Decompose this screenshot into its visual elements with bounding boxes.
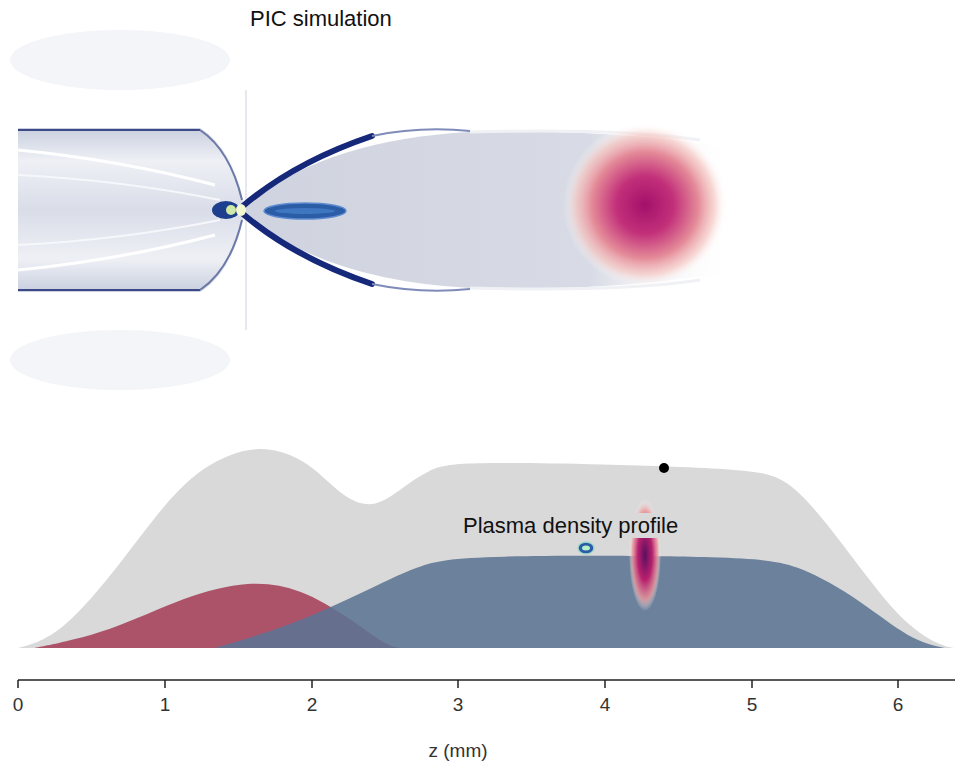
electron-bunch bbox=[582, 546, 590, 551]
axis-tick bbox=[751, 680, 753, 688]
axis-tick bbox=[311, 680, 313, 688]
channel-edge bbox=[18, 289, 200, 291]
tick-label: 0 bbox=[13, 694, 24, 716]
laser-pulse bbox=[563, 123, 727, 287]
tick-label: 5 bbox=[747, 694, 758, 716]
injection-spot bbox=[212, 201, 240, 219]
axis-title: z (mm) bbox=[428, 740, 487, 762]
injection-spot bbox=[236, 204, 246, 216]
tick-label: 2 bbox=[307, 694, 318, 716]
marker-dot bbox=[659, 463, 669, 473]
injection-spot bbox=[226, 205, 236, 215]
axis-tick bbox=[17, 680, 19, 688]
tick-label: 3 bbox=[453, 694, 464, 716]
channel-edge bbox=[200, 130, 242, 200]
background-wave bbox=[10, 330, 230, 390]
axis-tick bbox=[164, 680, 166, 688]
wake-stripe bbox=[18, 150, 215, 185]
pic-simulation bbox=[10, 30, 740, 390]
electron-sheath bbox=[372, 284, 470, 291]
profile-species-b bbox=[215, 556, 945, 648]
wake-stripe bbox=[18, 220, 220, 245]
electron-bunch bbox=[264, 203, 346, 219]
electron-bunch bbox=[275, 208, 335, 214]
electron-sheath bbox=[243, 136, 372, 206]
plasma-channel bbox=[18, 128, 245, 292]
tick-label: 6 bbox=[893, 694, 904, 716]
axis-tick bbox=[457, 680, 459, 688]
wake-stripe bbox=[18, 175, 220, 200]
panel-title: PIC simulation bbox=[250, 6, 392, 31]
axis-line bbox=[18, 679, 955, 681]
tick-label: 1 bbox=[160, 694, 171, 716]
electron-bunch bbox=[578, 542, 594, 554]
wake-stripe bbox=[18, 235, 215, 270]
plasma-density-profile bbox=[18, 449, 955, 648]
profile-total bbox=[18, 449, 955, 648]
axis-tick bbox=[897, 680, 899, 688]
electron-sheath bbox=[243, 214, 372, 284]
axis-tick bbox=[604, 680, 606, 688]
electron-sheath bbox=[372, 129, 470, 136]
channel-edge bbox=[200, 220, 242, 290]
channel-edge bbox=[18, 129, 200, 131]
background-wave bbox=[10, 30, 230, 90]
tick-label: 4 bbox=[600, 694, 611, 716]
panel-title: Plasma density profile bbox=[460, 513, 681, 538]
z-axis bbox=[18, 680, 955, 688]
